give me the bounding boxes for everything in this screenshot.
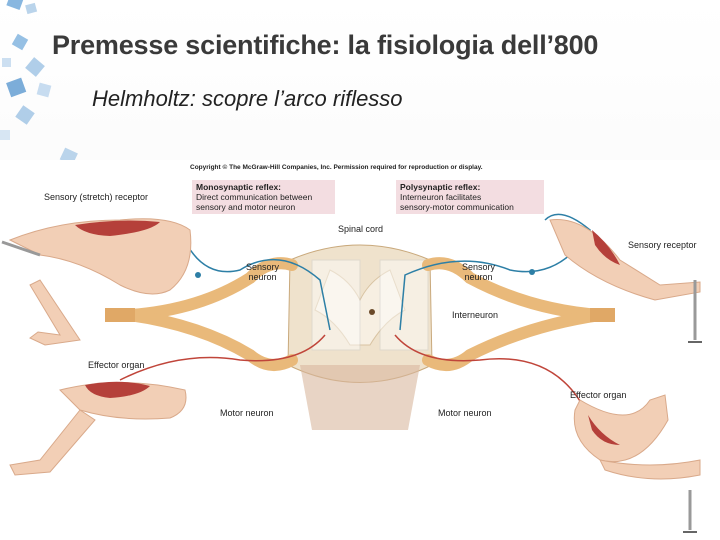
left-leg-upper [8, 218, 192, 295]
monosynaptic-reflex-box: Monosynaptic reflex: Direct communicatio… [192, 180, 335, 214]
right-lower-nerve [422, 309, 606, 371]
label-interneuron: Interneuron [452, 310, 499, 320]
label-sensory-neuron-right-line2: neuron [464, 272, 493, 282]
right-arm-lower [573, 394, 669, 463]
mono-line-1: Direct communication between [196, 192, 313, 202]
label-motor-neuron-right: Motor neuron [438, 408, 492, 418]
label-sensory-receptor: Sensory receptor [628, 240, 697, 250]
spinal-cord-lower [300, 365, 420, 430]
label-effector-organ-right: Effector organ [570, 390, 627, 400]
reflex-arc-illustration [1, 213, 702, 533]
grey-matter [314, 269, 406, 346]
slide-subtitle: Helmholtz: scopre l’arco riflesso [92, 86, 403, 111]
label-sensory-stretch-receptor: Sensory (stretch) receptor [44, 192, 149, 202]
reflex-hammer [1, 240, 41, 257]
copyright-notice: Copyright © The McGraw-Hill Companies, I… [190, 164, 483, 171]
label-motor-neuron-left: Motor neuron [220, 408, 274, 418]
left-motor-neuron [119, 334, 326, 381]
polysynaptic-reflex-box: Polysynaptic reflex: Interneuron facilit… [396, 180, 544, 214]
right-sensory-neuron [399, 213, 591, 331]
right-arm-upper [549, 219, 701, 301]
label-sensory-neuron-left-line2: neuron [248, 272, 277, 282]
left-foot [9, 409, 96, 476]
poly-heading: Polysynaptic reflex: [400, 182, 481, 192]
left-shin [29, 279, 81, 346]
left-sensory-cell-body [195, 272, 201, 278]
label-effector-organ-left: Effector organ [88, 360, 145, 370]
left-upper-muscle [75, 220, 160, 236]
poly-line-1: Interneuron facilitates [400, 192, 482, 202]
left-lower-muscle [85, 381, 150, 398]
reflex-arc-figure: Copyright © The McGraw-Hill Companies, I… [0, 160, 720, 540]
label-sensory-neuron-left-line1: Sensory [246, 262, 280, 272]
central-canal [369, 309, 375, 315]
mono-heading: Monosynaptic reflex: [196, 182, 282, 192]
right-motor-neuron [394, 334, 591, 421]
right-forearm [599, 459, 701, 480]
slide-title: Premesse scientifiche: la fisiologia del… [52, 30, 599, 60]
right-sensory-cell-body [529, 269, 535, 275]
mono-zoom-box [311, 259, 361, 351]
right-upper-muscle [592, 230, 620, 265]
label-sensory-neuron-left: Sensory neuron [246, 262, 279, 282]
label-sensory-neuron-right-line1: Sensory [462, 262, 496, 272]
poly-zoom-box [379, 259, 429, 351]
right-lower-muscle [588, 415, 620, 445]
poly-line-2: sensory-motor communication [400, 202, 514, 212]
left-upper-nerve [124, 257, 298, 321]
mono-line-2: sensory and motor neuron [196, 202, 296, 212]
left-lower-nerve [124, 309, 298, 371]
label-spinal-cord: Spinal cord [338, 224, 384, 234]
decorative-squares [0, 0, 78, 166]
label-sensory-neuron-right: Sensory neuron [462, 262, 495, 282]
